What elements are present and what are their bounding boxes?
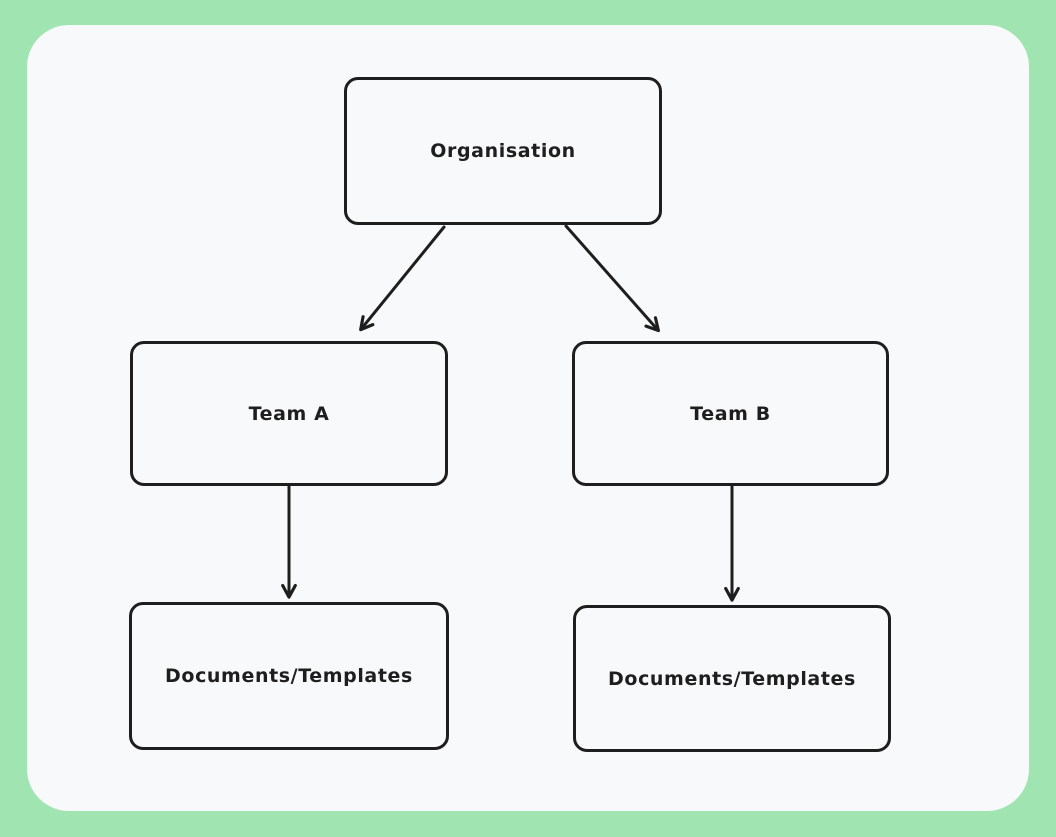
node-team-b[interactable]: Team B: [572, 341, 889, 486]
node-label: Organisation: [430, 140, 576, 162]
node-label: Documents/Templates: [165, 665, 413, 687]
node-documents-templates-b[interactable]: Documents/Templates: [573, 605, 891, 752]
node-documents-templates-a[interactable]: Documents/Templates: [129, 602, 449, 750]
node-label: Team A: [248, 402, 330, 425]
node-label: Documents/Templates: [608, 667, 856, 690]
node-team-a[interactable]: Team A: [130, 341, 448, 486]
diagram-canvas: [27, 25, 1029, 811]
arrow-organisation-to-team-a: [359, 225, 446, 332]
arrow-organisation-to-team-b: [564, 224, 660, 333]
node-label: Team B: [690, 402, 771, 425]
node-organisation[interactable]: Organisation: [344, 77, 662, 225]
